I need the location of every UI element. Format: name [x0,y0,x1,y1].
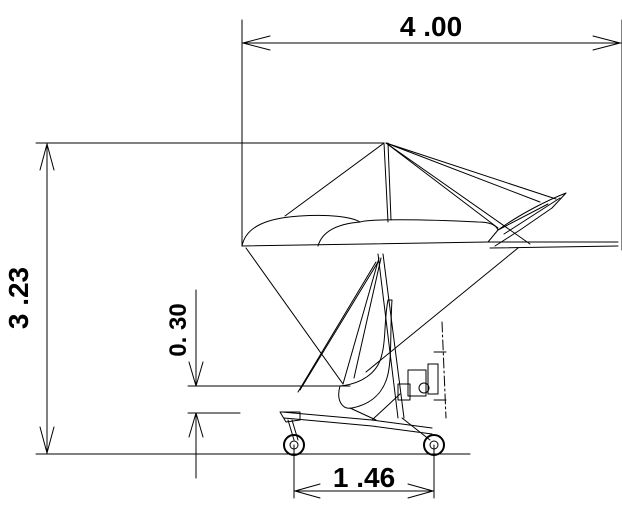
wheelbase-label: 1 .46 [333,462,395,493]
upper-wire-rear-4 [385,142,557,200]
mast-front [377,253,399,419]
front-fork [287,419,295,441]
front-fork-2 [291,419,299,441]
wing-lower-surface [241,241,489,247]
wingspan-label: 4 .00 [400,11,462,42]
wing-upper-surface [241,214,499,247]
seat-offset-arrow-bottom [188,412,204,438]
seat-offset-label: 0. 30 [165,303,192,356]
wing-tail-rib-2 [503,197,561,235]
front-brace-2 [297,261,377,393]
rear-wheel [423,434,445,456]
upper-wire-rear-3 [385,142,531,245]
wingspan-arrow-left [242,35,271,51]
seat-offset-dimension [187,289,351,479]
rear-wheel-hub [429,440,439,450]
front-fork-top [279,411,301,423]
wheelbase-arrow-right [407,483,434,499]
keel-tube-bottom [283,417,433,435]
king-post-right [387,142,392,221]
wingspan-arrow-right [592,35,621,51]
height-label: 3 .23 [3,267,34,329]
upper-wire-front [284,142,385,217]
lower-wire-rear [365,247,519,373]
seat-base-strut [349,407,377,421]
fuel-tank [397,383,411,401]
seat-offset-arrow-top [188,361,204,387]
wheelbase-arrow-left [294,483,321,499]
upper-wire-rear-2 [385,142,541,203]
height-dimension [35,142,471,455]
wingspan-dimension [241,19,622,251]
front-wheel-hub [289,440,299,450]
upper-wire-rear-1 [385,142,499,229]
rear-axle-strut [401,417,431,441]
height-arrow-top [39,143,55,171]
hang-glider-wing [241,142,619,385]
control-strut-front-2 [353,257,382,379]
front-wheel [283,434,305,456]
wing-tail-rib [497,203,549,231]
lower-wire-front [245,247,344,385]
propeller-disc [441,321,447,419]
height-arrow-bottom [39,426,55,454]
control-strut-front [342,257,380,385]
trike-carriage [279,253,447,456]
king-post [383,142,389,223]
wing-keel-extension-lower [489,245,619,249]
wing-inner-fold [317,221,361,247]
engine-pulley [418,382,430,394]
seat [338,299,393,409]
front-brace [299,261,379,391]
wheelbase-dimension [293,444,435,499]
mast-rear [382,253,405,419]
propeller-hub [427,363,439,395]
seat-strut [371,393,401,421]
wing-tail [487,192,567,247]
